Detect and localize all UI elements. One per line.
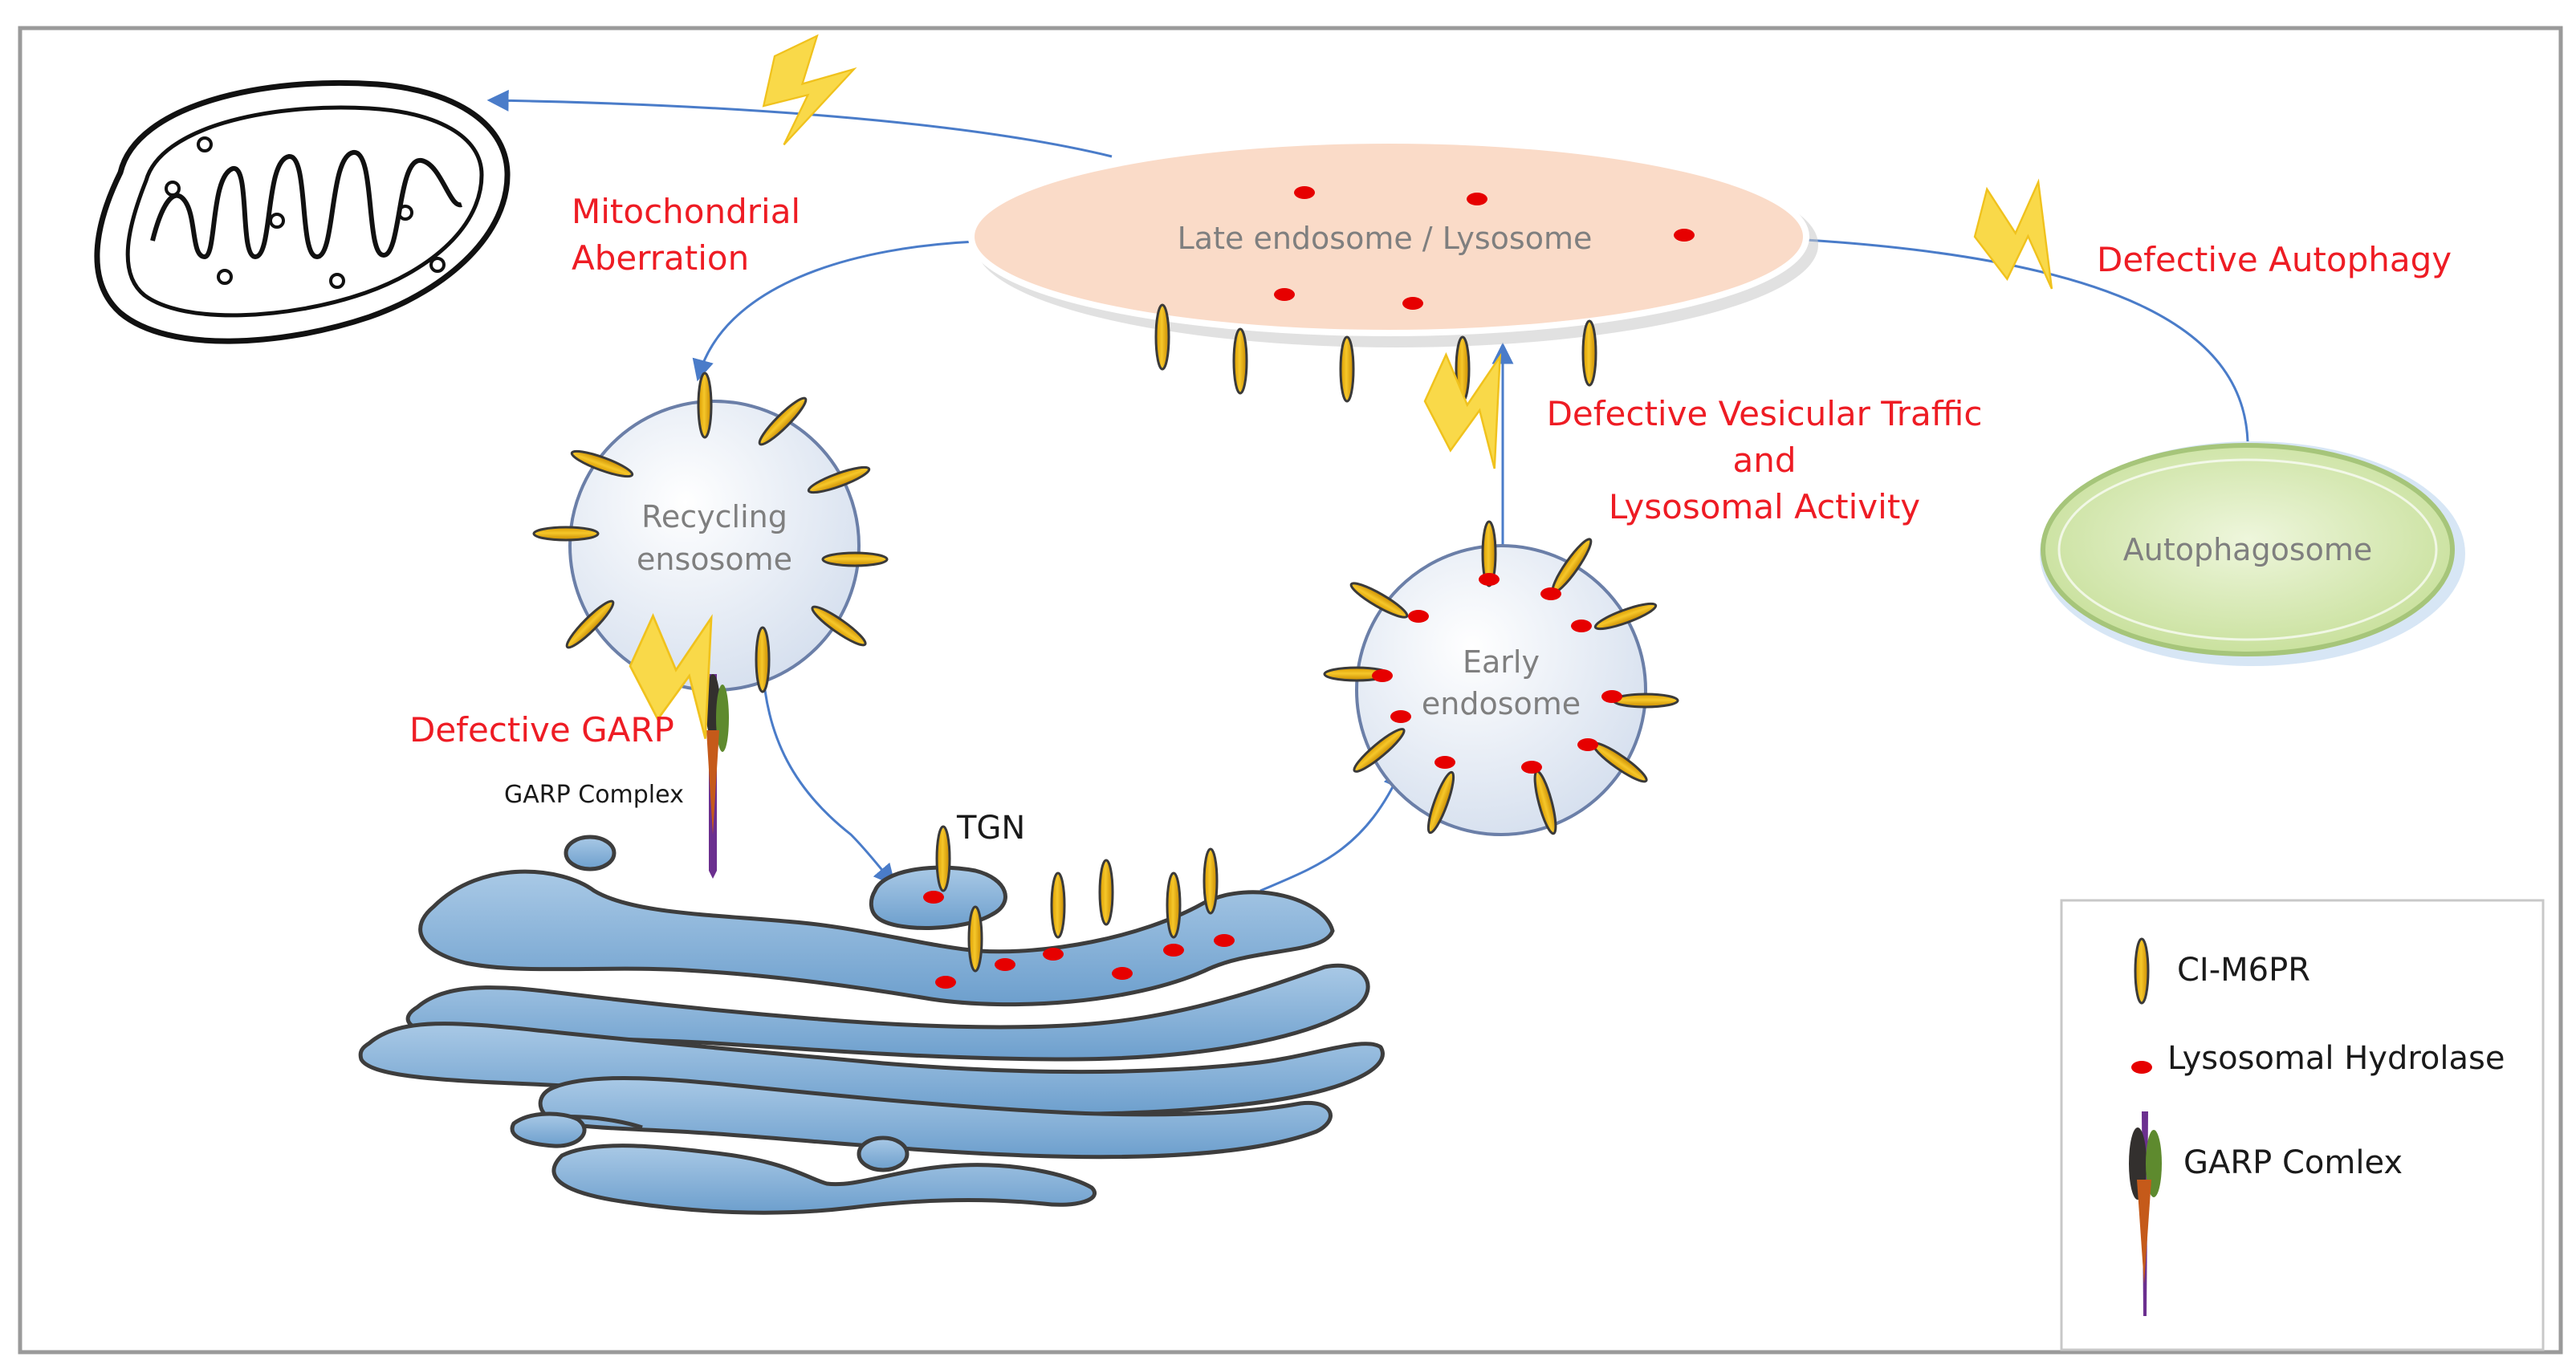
golgi-vesicle-bottom [857, 1135, 910, 1172]
mitochondrial-aberration-label-line2: Aberration [572, 238, 749, 278]
arrow-lysosome-to-recycling [692, 239, 996, 382]
golgi-cisterna-3 [358, 1022, 1385, 1117]
defective-vesicular-label-line3: Lysosomal Activity [1609, 487, 1920, 526]
early-endosome-label-line1: Early [1463, 644, 1540, 680]
legend: CI-M6PR Lysosomal Hydrolase GARP Comlex [2060, 899, 2545, 1351]
recycling-endosome: Recycling ensosome [532, 372, 889, 693]
defective-vesicular-label-line1: Defective Vesicular Traffic [1547, 394, 1983, 433]
early-endosome-label-line2: endosome [1422, 686, 1581, 721]
autophagosome-label: Autophagosome [2123, 532, 2373, 567]
late-endosome-label: Late endosome / Lysosome [1178, 221, 1593, 256]
recycling-endosome-label-line1: Recycling [641, 499, 787, 534]
defective-autophagy-label: Defective Autophagy [2097, 240, 2452, 279]
early-endosome: Early endosome [1323, 520, 1679, 837]
legend-receptor-icon [2134, 937, 2150, 1005]
recycling-endosome-label-line2: ensosome [637, 542, 792, 577]
golgi-cisterna-5 [551, 1144, 1097, 1215]
golgi-vesicle-small [564, 835, 617, 871]
garp-complex-tether [706, 674, 729, 879]
golgi-cisterna-7 [510, 1111, 587, 1148]
late-endosome-lysosome: Late endosome / Lysosome [968, 137, 1818, 403]
mitochondrial-aberration-label-line1: Mitochondrial [572, 192, 800, 231]
arrow-golgi-to-early [1260, 766, 1404, 892]
defective-vesicular-label-line2: and [1732, 441, 1796, 480]
golgi-cisterna-4 [538, 1075, 1333, 1160]
mitochondrion-icon [94, 79, 511, 344]
legend-hydrolase-label: Lysosomal Hydrolase [2167, 1040, 2505, 1077]
trafficking-arrows [486, 89, 2249, 892]
legend-m6pr-label: CI-M6PR [2177, 952, 2310, 989]
tgn-label: TGN [956, 810, 1025, 847]
defective-garp-label: Defective GARP [409, 710, 674, 750]
legend-hydrolase-icon [2131, 1061, 2152, 1074]
garp-complex-label: GARP Complex [504, 781, 684, 809]
autophagosome: Autophagosome [2040, 441, 2465, 666]
arrow-autophagosome-to-lysosome [1773, 228, 2249, 442]
legend-garp-label: GARP Comlex [2183, 1144, 2403, 1181]
golgi-cisterna-1 [418, 869, 1335, 1007]
legend-garp-icon [2129, 1111, 2162, 1316]
arrow-lysosome-to-mitochondrion [486, 89, 1113, 158]
arrow-recycling-to-tgn [761, 665, 896, 887]
